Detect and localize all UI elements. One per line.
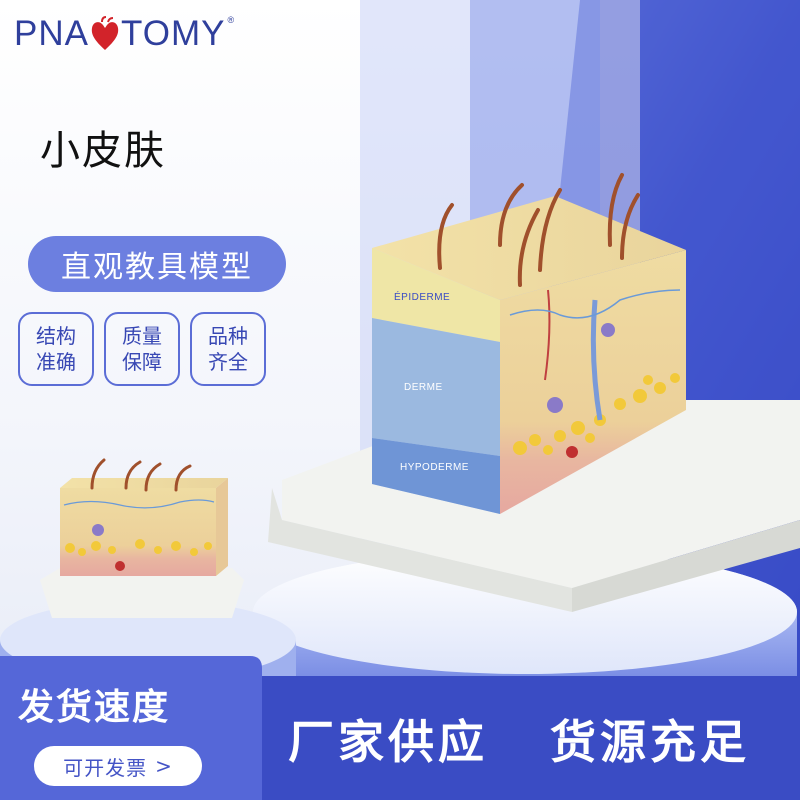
banner-right-text: 货源充足: [550, 715, 750, 769]
product-title: 小皮肤: [40, 128, 166, 174]
tagline-pill: 直观教具模型: [28, 236, 286, 292]
feature-line1: 质量: [122, 324, 162, 348]
epidermis-label: ÉPIDERME: [394, 292, 451, 303]
feature-badge-variety: 品种 齐全: [190, 312, 266, 386]
hypodermis-label: HYPODERME: [400, 462, 469, 473]
feature-line2: 准确: [36, 350, 76, 374]
feature-line2: 齐全: [208, 350, 248, 374]
feature-line2: 保障: [122, 350, 162, 374]
delivery-title: 发货速度: [18, 687, 171, 728]
invoice-button[interactable]: 可开发票 >: [34, 746, 202, 786]
dermis-label: DERME: [404, 382, 443, 393]
brand-right: TOMY: [120, 14, 226, 53]
brand-left: PNA: [14, 14, 89, 53]
chevron-right-icon: >: [155, 754, 173, 778]
feature-line1: 结构: [36, 324, 76, 348]
banner-left-text: 厂家供应: [288, 715, 488, 769]
feature-line1: 品种: [208, 324, 248, 348]
brand-logo: PNA TOMY ®: [14, 14, 235, 54]
feature-badge-quality: 质量 保障: [104, 312, 180, 386]
heart-icon: [91, 16, 119, 50]
registered-mark: ®: [227, 15, 236, 25]
invoice-label: 可开发票: [63, 755, 148, 780]
feature-badge-accuracy: 结构 准确: [18, 312, 94, 386]
